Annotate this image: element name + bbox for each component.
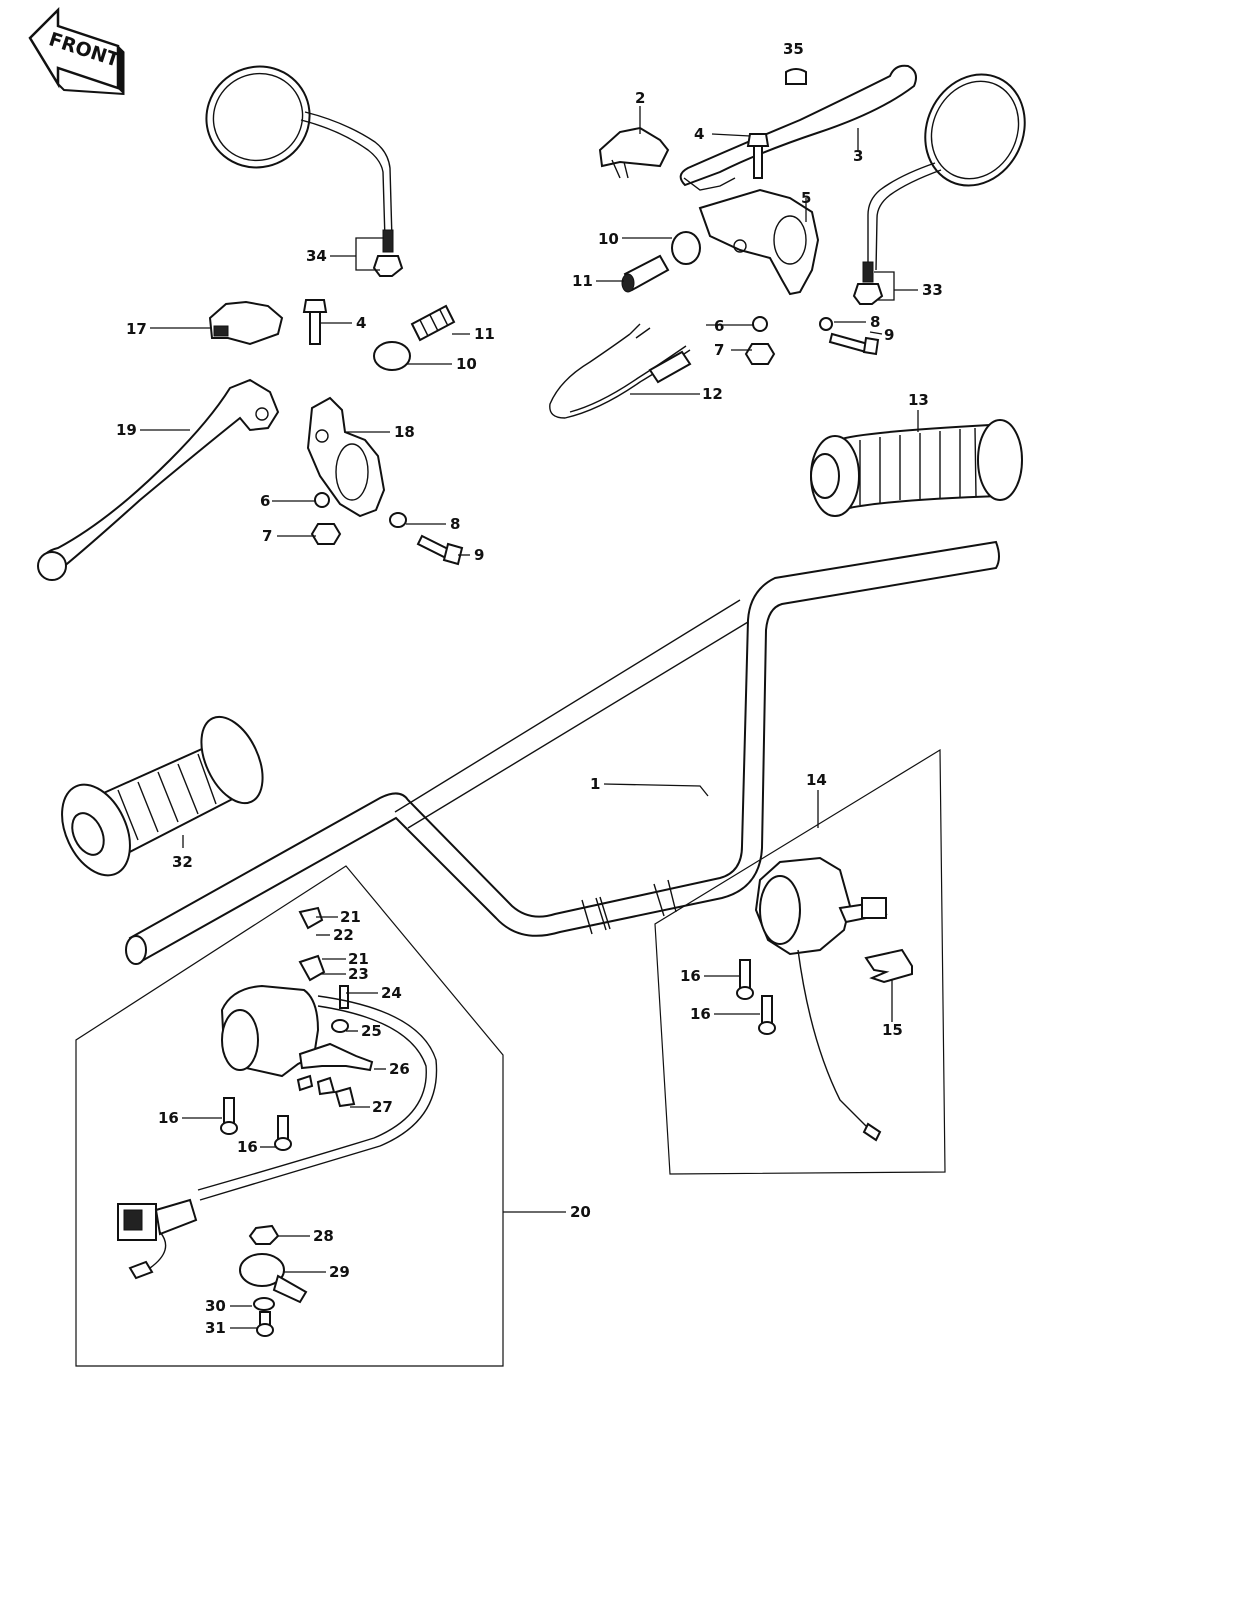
callout-7: 7 — [262, 527, 272, 545]
lever-29 — [239, 1253, 308, 1304]
callout-12: 12 — [702, 385, 723, 403]
adjuster-nut-10-left — [373, 341, 411, 371]
washer-8-left — [389, 512, 407, 528]
left-switch-housing — [117, 906, 438, 1280]
left-mirror — [205, 65, 404, 277]
callout-8: 8 — [450, 515, 460, 533]
screw-16-left-b — [274, 1115, 292, 1151]
callout-23: 23 — [348, 965, 369, 983]
callout-16: 16 — [680, 967, 701, 985]
clutch-switch-17 — [208, 300, 284, 346]
screw-6-right — [752, 316, 768, 332]
adjuster-11-right — [621, 254, 670, 293]
callout-1: 1 — [590, 775, 600, 793]
callout-29: 29 — [329, 1263, 350, 1281]
callout-21: 21 — [348, 950, 369, 968]
bolt-9-right — [828, 332, 880, 356]
front-arrow-icon: FRONT — [28, 6, 125, 96]
callout-13: 13 — [908, 391, 929, 409]
bracket-15 — [864, 948, 913, 984]
right-grip — [810, 419, 1023, 517]
callout-30: 30 — [205, 1297, 226, 1315]
callout-10: 10 — [598, 230, 619, 248]
callout-11: 11 — [572, 272, 593, 290]
left-lever-holder — [306, 396, 386, 518]
callout-9: 9 — [474, 546, 484, 564]
callout-8: 8 — [870, 313, 880, 331]
screw-16-right-a — [736, 959, 754, 1000]
callout-2: 2 — [635, 89, 645, 107]
washer-30 — [253, 1297, 275, 1311]
cap-35 — [785, 68, 807, 85]
callout-14: 14 — [806, 771, 827, 789]
callout-17: 17 — [126, 320, 147, 338]
nut-7-right — [744, 343, 776, 365]
callout-25: 25 — [361, 1022, 382, 1040]
callout-28: 28 — [313, 1227, 334, 1245]
washer-8-right — [819, 317, 833, 331]
right-brake-lever — [679, 64, 917, 191]
left-switch-box — [75, 865, 504, 1367]
handlebar — [125, 540, 1000, 965]
callout-31: 31 — [205, 1319, 226, 1337]
callout-32: 32 — [172, 853, 193, 871]
nut-28 — [248, 1224, 280, 1245]
callout-10: 10 — [456, 355, 477, 373]
callout-15: 15 — [882, 1021, 903, 1039]
screw-31 — [256, 1311, 274, 1337]
callout-6: 6 — [714, 317, 724, 335]
callout-35: 35 — [783, 40, 804, 58]
callout-9: 9 — [884, 326, 894, 344]
callout-6: 6 — [260, 492, 270, 510]
right-switch-housing — [754, 856, 888, 1142]
bolt-4-top — [746, 133, 770, 179]
callout-3: 3 — [853, 147, 863, 165]
bolt-9-left — [416, 534, 464, 566]
callout-4: 4 — [694, 125, 704, 143]
callout-20: 20 — [570, 1203, 591, 1221]
callout-4: 4 — [356, 314, 366, 332]
right-lever-holder — [698, 188, 820, 296]
screw-6-left — [314, 492, 330, 508]
callout-16: 16 — [237, 1138, 258, 1156]
bolt-4-left — [302, 299, 328, 345]
callout-16: 16 — [690, 1005, 711, 1023]
screw-16-right-b — [758, 995, 776, 1035]
callout-11: 11 — [474, 325, 495, 343]
left-grip — [61, 715, 264, 877]
callout-21: 21 — [340, 908, 361, 926]
callout-5: 5 — [801, 189, 811, 207]
callout-18: 18 — [394, 423, 415, 441]
callout-16: 16 — [158, 1109, 179, 1127]
callout-26: 26 — [389, 1060, 410, 1078]
brake-switch-2 — [598, 126, 670, 179]
nut-7-left — [310, 523, 342, 545]
left-clutch-lever — [37, 378, 280, 581]
adjuster-nut-10 — [671, 231, 701, 265]
right-mirror — [852, 73, 1026, 305]
callout-24: 24 — [381, 984, 402, 1002]
callout-19: 19 — [116, 421, 137, 439]
screw-16-left-a — [220, 1097, 238, 1135]
callout-7: 7 — [714, 341, 724, 359]
callout-33: 33 — [922, 281, 943, 299]
callout-22: 22 — [333, 926, 354, 944]
callout-labels: 35 2 4 3 5 10 11 34 33 17 4 11 10 6 7 8 … — [116, 40, 943, 1337]
leader-lines — [140, 106, 919, 1329]
brake-wire-12 — [549, 323, 692, 419]
adjuster-11-left — [410, 304, 456, 342]
callout-27: 27 — [372, 1098, 393, 1116]
callout-34: 34 — [306, 247, 327, 265]
right-switch-box — [654, 748, 946, 1175]
